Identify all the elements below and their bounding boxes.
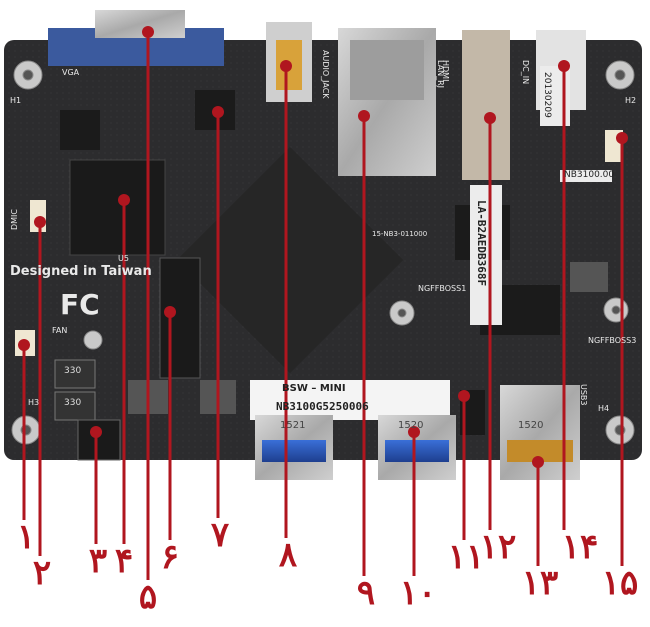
callout-10: ١٠ bbox=[399, 573, 437, 613]
callout-1: ١ bbox=[16, 517, 36, 557]
callout-dot-4 bbox=[118, 194, 130, 206]
callout-dot-15 bbox=[616, 132, 628, 144]
callout-dot-8 bbox=[280, 60, 292, 72]
callout-dot-5 bbox=[142, 26, 154, 38]
callout-2: ٢ bbox=[32, 553, 52, 593]
sticker-bottom-text: NB3100G5250006 bbox=[276, 400, 369, 413]
callout-13: ١٣ bbox=[521, 563, 559, 603]
h1-label: H1 bbox=[10, 96, 22, 105]
board-code-label: 15-NB3-011000 bbox=[372, 230, 428, 238]
callout-dot-13 bbox=[532, 456, 544, 468]
callout-6: ۶ bbox=[160, 537, 180, 577]
usb-b-text: 1520 bbox=[398, 420, 424, 431]
callout-9: ٩ bbox=[356, 573, 376, 613]
choke2-text: 330 bbox=[64, 398, 82, 408]
cpu-chip bbox=[69, 159, 166, 256]
m2-slot bbox=[159, 257, 201, 379]
nb-label-text: NB3100.00 bbox=[564, 170, 615, 180]
callout-dot-11 bbox=[458, 390, 470, 402]
u5-label: U5 bbox=[118, 254, 129, 263]
vga-label: VGA bbox=[62, 68, 80, 77]
h3-label: H3 bbox=[28, 398, 40, 407]
fcc-logo: FC bbox=[60, 288, 100, 321]
usb-c-text: 1520 bbox=[518, 420, 544, 431]
dmic-label: DMIC bbox=[10, 208, 19, 230]
callout-5: ۵ bbox=[138, 577, 158, 617]
callout-3: ٣ bbox=[88, 541, 108, 581]
callout-dot-7 bbox=[212, 106, 224, 118]
callout-dot-1 bbox=[18, 339, 30, 351]
usb3-label: USB3 bbox=[579, 384, 588, 406]
sticker-top-text: BSW – MINI bbox=[282, 383, 346, 394]
callout-11: ١١ bbox=[447, 537, 485, 577]
fan-label: FAN bbox=[52, 326, 68, 335]
callout-dot-10 bbox=[408, 426, 420, 438]
ngff3-label: NGFFBOSS3 bbox=[588, 336, 637, 345]
lan-label: LAN_RJ bbox=[436, 60, 445, 89]
callout-dot-3 bbox=[90, 426, 102, 438]
dc-in-label: DC_IN bbox=[521, 60, 530, 85]
ngff1-label: NGFFBOSS1 bbox=[418, 284, 467, 293]
audio-label: AUDIO_JACK bbox=[321, 50, 330, 99]
callout-dot-9 bbox=[358, 110, 370, 122]
choke1-text: 330 bbox=[64, 366, 82, 376]
date-label-text: 20130209 bbox=[542, 72, 552, 118]
callout-dot-2 bbox=[34, 216, 46, 228]
side-sticker-text: LA-B2AEDB368F bbox=[475, 200, 488, 287]
callout-14: ١۴ bbox=[561, 527, 599, 567]
callout-dot-14 bbox=[558, 60, 570, 72]
memory-pads bbox=[176, 146, 404, 374]
hdmi-port bbox=[462, 30, 510, 180]
callout-12: ١٢ bbox=[479, 527, 517, 567]
product-sticker bbox=[250, 380, 450, 420]
usb-a-text: 1521 bbox=[280, 420, 306, 431]
callout-8: ٨ bbox=[278, 535, 298, 575]
h4-label: H4 bbox=[598, 404, 610, 413]
callout-4: ۴ bbox=[114, 541, 134, 581]
designed-in-taiwan-label: Designed in Taiwan bbox=[10, 264, 152, 279]
callout-15: ١۵ bbox=[601, 563, 639, 603]
callout-dot-12 bbox=[484, 112, 496, 124]
h2-label: H2 bbox=[625, 96, 637, 105]
callout-dot-6 bbox=[164, 306, 176, 318]
callout-7: ٧ bbox=[210, 515, 230, 555]
